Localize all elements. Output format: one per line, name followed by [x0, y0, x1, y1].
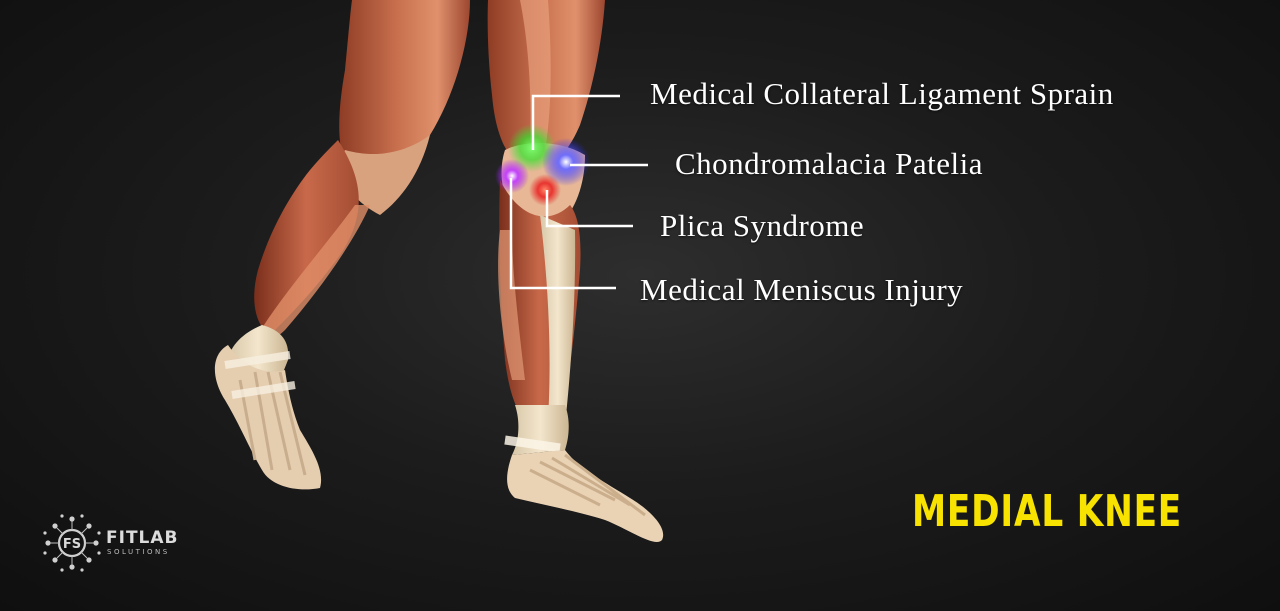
label-mcl-sprain: Medical Collateral Ligament Sprain: [650, 76, 1114, 111]
leader-lines: [509, 94, 648, 290]
logo-monogram: FS: [63, 537, 81, 552]
leader-line-meniscus: [509, 178, 616, 290]
logo-name: FITLAB: [106, 528, 179, 548]
label-plica-syndrome: Plica Syndrome: [660, 208, 865, 243]
leader-line-mcl: [531, 94, 620, 150]
left-leg-figure: [214, 0, 470, 490]
chondromalacia-marker: [542, 138, 590, 186]
meniscus-marker: [495, 159, 529, 193]
plica-marker: [529, 174, 561, 206]
diagram-title: MEDIAL KNEE: [912, 486, 1183, 537]
label-chondromalacia: Chondromalacia Patelia: [675, 146, 983, 181]
leader-line-plica: [545, 190, 633, 228]
molecule-network-icon: FS: [43, 514, 101, 572]
right-leg-figure: [487, 0, 664, 542]
label-meniscus-injury: Medical Meniscus Injury: [640, 272, 964, 307]
logo-subtitle: SOLUTIONS: [107, 548, 170, 556]
